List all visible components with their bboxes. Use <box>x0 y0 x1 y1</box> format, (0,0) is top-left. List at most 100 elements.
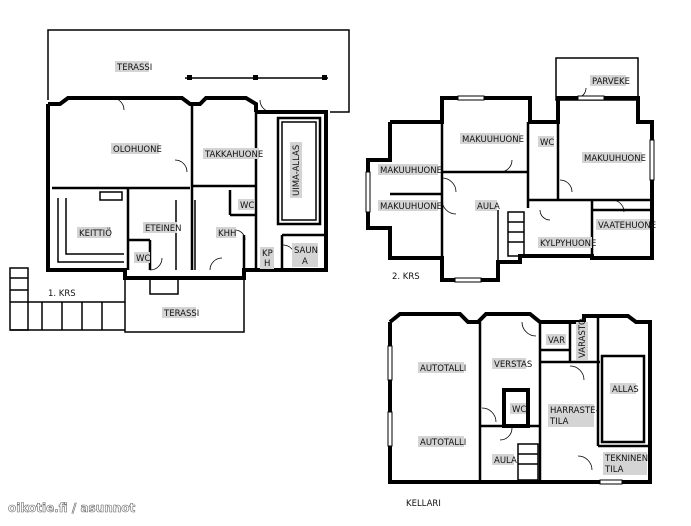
pool-inner <box>281 121 317 221</box>
window <box>454 277 482 283</box>
label-autotalli-upper: AUTOTALLI <box>418 362 466 374</box>
first-floor-label: 1. KRS <box>48 289 76 299</box>
first-floor-plan: TERASSI OLOHUONE TAKKAHUONE UIMA-ALLAS K… <box>9 29 350 333</box>
first-floor-outer-wall <box>46 104 328 280</box>
stairs <box>507 211 525 257</box>
svg-text:VARASTO: VARASTO <box>578 318 588 358</box>
stairs <box>517 443 539 481</box>
svg-text:KP: KP <box>262 249 273 259</box>
svg-text:MAKUUHUONE: MAKUUHUONE <box>380 202 442 212</box>
svg-text:WC: WC <box>136 254 150 264</box>
door-swing <box>111 97 125 111</box>
second-floor-plan: PARVEKE MAKUUHUONE WC MAKUUHUONE MAKUUHU… <box>365 57 656 283</box>
label-allas: ALLAS <box>610 383 639 395</box>
label-aula-second: AULA <box>475 200 500 212</box>
door-swing <box>481 407 497 423</box>
label-makuuhuone-top-center: MAKUUHUONE <box>460 133 524 145</box>
label-takkahuone: TAKKAHUONE <box>203 148 263 160</box>
label-tekninen-tila: TEKNINEN TILA <box>603 452 648 475</box>
second-floor-outer-wall <box>366 96 654 282</box>
window <box>365 171 371 213</box>
svg-text:VERSTAS: VERSTAS <box>494 360 532 370</box>
svg-text:A: A <box>302 257 308 267</box>
svg-text:TERASSI: TERASSI <box>163 309 199 319</box>
svg-text:TAKKAHUONE: TAKKAHUONE <box>204 150 263 160</box>
label-aula-basement: AULA <box>492 454 517 466</box>
door-swing <box>174 159 188 173</box>
svg-text:MAKUUHUONE: MAKUUHUONE <box>584 154 646 164</box>
second-floor-label: 2. KRS <box>392 272 420 282</box>
label-keittio: KEITTIÖ <box>77 227 112 239</box>
svg-text:MAKUUHUONE: MAKUUHUONE <box>462 135 524 145</box>
svg-text:ETEINEN: ETEINEN <box>145 224 182 234</box>
label-wc-second: WC <box>538 136 554 148</box>
svg-text:UIMA-ALLAS: UIMA-ALLAS <box>292 145 302 196</box>
kitchen-counter <box>65 198 124 255</box>
label-varasto: VARASTO <box>576 318 588 360</box>
svg-text:VAATEHUONE: VAATEHUONE <box>598 221 656 231</box>
svg-text:TILA: TILA <box>549 417 569 427</box>
label-olohuone: OLOHUONE <box>111 143 162 155</box>
svg-text:TEKNINEN: TEKNINEN <box>604 454 648 464</box>
label-parveke: PARVEKE <box>590 75 630 87</box>
label-harrastetila: HARRASTE- TILA <box>548 404 599 427</box>
door-swing <box>499 427 513 441</box>
label-terassi-bottom: TERASSI <box>162 307 199 319</box>
door-swing <box>577 455 593 471</box>
garage-door <box>387 411 393 447</box>
label-khh: KHH <box>216 227 236 239</box>
label-wc-basement: WC <box>510 403 526 415</box>
svg-text:OLOHUONE: OLOHUONE <box>113 145 162 155</box>
svg-text:WC: WC <box>512 405 526 415</box>
railing-post <box>322 75 327 80</box>
label-makuuhuone-left-upper: MAKUUHUONE <box>378 164 442 176</box>
basement-plan: AUTOTALLI AUTOTALLI VERSTAS VAR VARASTO … <box>387 312 652 509</box>
label-vaatehuone: VAATEHUONE <box>596 219 656 231</box>
pool-outline <box>276 116 322 226</box>
kitchen-counter <box>57 198 124 263</box>
front-steps <box>149 277 179 295</box>
lower-terrace-outline <box>124 278 245 333</box>
svg-text:WC: WC <box>540 138 554 148</box>
label-wc-first-a: WC <box>238 199 254 211</box>
door-swing <box>559 179 573 193</box>
label-kylpyhuone: KYLPYHUONE <box>538 237 596 249</box>
label-autotalli-lower: AUTOTALLI <box>418 436 466 448</box>
svg-text:MAKUUHUONE: MAKUUHUONE <box>380 166 442 176</box>
svg-text:HARRASTE-: HARRASTE- <box>550 406 599 416</box>
upper-terrace-outline <box>47 29 350 113</box>
door-swing <box>149 257 163 271</box>
window <box>599 479 623 485</box>
basement-wc-walls <box>502 388 530 428</box>
door-swing <box>569 365 585 381</box>
label-terassi-top: TERASSI <box>115 61 152 73</box>
svg-text:PARVEKE: PARVEKE <box>592 77 630 87</box>
svg-text:KYLPYHUONE: KYLPYHUONE <box>540 239 596 249</box>
svg-text:SAUN: SAUN <box>294 246 318 256</box>
window <box>457 95 485 101</box>
label-verstas: VERSTAS <box>492 358 532 370</box>
window <box>577 95 605 101</box>
first-floor-top-wall <box>48 96 258 112</box>
door-swing <box>499 159 513 173</box>
svg-text:TILA: TILA <box>604 465 624 475</box>
svg-text:KEITTIÖ: KEITTIÖ <box>79 228 112 239</box>
door-swing <box>539 209 551 221</box>
svg-text:WC: WC <box>240 201 254 211</box>
basement-label: KELLARI <box>406 499 441 509</box>
label-sauna: SAUN A <box>292 243 318 267</box>
svg-text:AUTOTALLI: AUTOTALLI <box>420 364 466 374</box>
label-var: VAR <box>546 334 566 346</box>
label-makuuhuone-right: MAKUUHUONE <box>582 152 646 164</box>
svg-text:AUTOTALLI: AUTOTALLI <box>420 438 466 448</box>
door-swing <box>209 257 223 271</box>
label-eteinen: ETEINEN <box>143 222 182 234</box>
svg-text:TERASSI: TERASSI <box>116 63 152 73</box>
label-kph: KP H <box>260 247 274 269</box>
railing-post <box>253 75 258 80</box>
label-uima-allas: UIMA-ALLAS <box>290 142 302 198</box>
kitchen-appliance <box>99 191 123 201</box>
door-swing <box>611 199 625 213</box>
watermark: oikotie.fi / asunnot <box>8 501 136 515</box>
svg-text:VAR: VAR <box>548 336 565 346</box>
